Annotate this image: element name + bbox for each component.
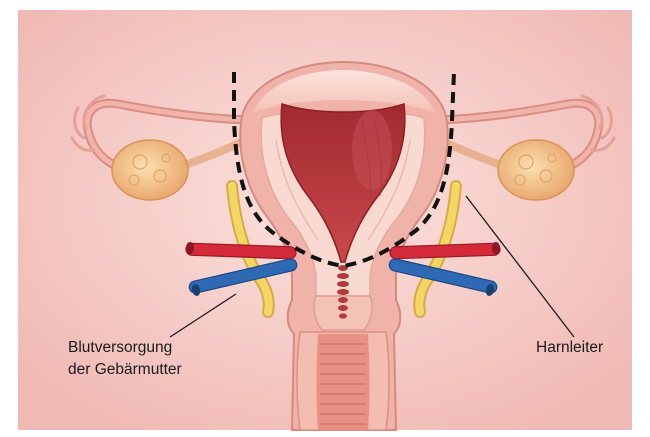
ureter-label: Harnleiter: [536, 337, 603, 359]
ovary-left: [112, 140, 188, 200]
blood-supply-label: Blutversorgung der Gebärmutter: [68, 337, 182, 381]
blood-supply-label-line2: der Gebärmutter: [68, 359, 182, 381]
blood-supply-label-line1: Blutversorgung: [68, 337, 182, 359]
ovary-right: [498, 140, 574, 200]
